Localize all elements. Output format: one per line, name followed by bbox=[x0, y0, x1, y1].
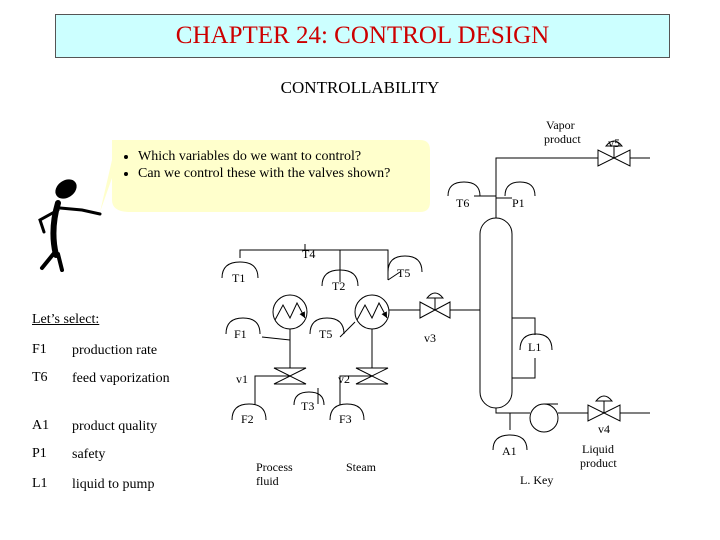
label-f3: F3 bbox=[339, 412, 352, 426]
label-l1: L1 bbox=[528, 340, 541, 354]
selection-code: A1 bbox=[32, 418, 50, 433]
selection-code: T6 bbox=[32, 370, 48, 385]
sensor-t6-bubble bbox=[447, 181, 481, 197]
page-subtitle: CONTROLLABILITY bbox=[280, 78, 440, 97]
process-fluid-line bbox=[254, 329, 291, 405]
selection-desc: safety bbox=[72, 447, 106, 462]
callout-bullet-list: Which variables do we want to control? C… bbox=[120, 148, 420, 182]
label-t3: T3 bbox=[301, 399, 314, 413]
selection-heading: Let’s select: bbox=[32, 312, 100, 327]
sensor-a1-bubble bbox=[492, 434, 528, 451]
selection-desc: product quality bbox=[72, 419, 158, 434]
selection-desc: feed vaporization bbox=[72, 371, 170, 386]
label-v2: v2 bbox=[338, 372, 350, 386]
t5b-tap bbox=[339, 321, 356, 338]
sensor-t5b-bubble bbox=[309, 317, 345, 335]
label-v5: v5 bbox=[608, 136, 620, 150]
sensor-f3-bubble bbox=[329, 403, 365, 421]
valve-v1-icon bbox=[273, 367, 307, 385]
sensor-t5a-bubble bbox=[387, 255, 423, 273]
label-t4: T4 bbox=[302, 247, 315, 261]
f1-tap bbox=[261, 336, 291, 341]
label-t5a: T5 bbox=[397, 266, 410, 280]
t5-tap bbox=[387, 271, 401, 281]
heat-exchanger-2-icon bbox=[354, 294, 390, 330]
label-vapor-product-1: Vapor bbox=[546, 118, 575, 132]
selection-desc: liquid to pump bbox=[72, 477, 155, 492]
speech-callout bbox=[100, 140, 430, 212]
l1-level-tap bbox=[512, 317, 536, 379]
valve-v4-icon bbox=[587, 395, 621, 422]
selection-panel: Let’s select: F1 production rate T6 feed… bbox=[32, 312, 217, 492]
label-t5b: T5 bbox=[319, 327, 332, 341]
label-p1: P1 bbox=[512, 196, 525, 210]
label-liquid-product-2: product bbox=[580, 456, 617, 470]
label-process-fluid-1: Process bbox=[256, 460, 293, 474]
valve-v5-icon bbox=[597, 140, 631, 167]
valve-v3-icon bbox=[419, 292, 451, 319]
callout-text: Which variables do we want to control? C… bbox=[120, 148, 420, 182]
bottoms-line bbox=[495, 408, 650, 414]
label-f2: F2 bbox=[241, 412, 254, 426]
selection-desc: production rate bbox=[72, 343, 158, 358]
heat-exchanger-1-icon bbox=[272, 294, 308, 330]
sensor-f1-bubble bbox=[225, 317, 261, 335]
label-v3: v3 bbox=[424, 331, 436, 345]
sensor-t3-bubble bbox=[293, 391, 325, 406]
sensor-l1-bubble bbox=[519, 333, 553, 351]
label-t1: T1 bbox=[232, 271, 245, 285]
label-t6: T6 bbox=[456, 196, 469, 210]
label-process-fluid-2: fluid bbox=[256, 474, 279, 488]
sensor-t2-bubble bbox=[321, 269, 359, 287]
feed-header bbox=[239, 249, 389, 280]
steam-line bbox=[339, 329, 373, 405]
distillation-column bbox=[479, 217, 513, 409]
label-v1: v1 bbox=[236, 372, 248, 386]
callout-bullet: Can we control these with the valves sho… bbox=[138, 165, 420, 182]
label-liquid-product-1: Liquid bbox=[582, 442, 614, 456]
label-v4: v4 bbox=[598, 422, 610, 436]
pump-icon bbox=[529, 403, 559, 433]
selection-code: P1 bbox=[32, 446, 47, 461]
sensor-t1-bubble bbox=[221, 261, 259, 279]
sensor-f2-bubble bbox=[231, 403, 267, 421]
sensor-p1-bubble bbox=[504, 181, 536, 197]
title-banner: CHAPTER 24: CONTROL DESIGN bbox=[55, 14, 670, 58]
label-vapor-product-2: product bbox=[544, 132, 581, 146]
selection-code: F1 bbox=[32, 342, 47, 357]
label-f1: F1 bbox=[234, 327, 247, 341]
selection-code: L1 bbox=[32, 476, 48, 491]
stick-figure-icon bbox=[38, 179, 102, 272]
label-steam: Steam bbox=[346, 460, 377, 474]
label-a1: A1 bbox=[502, 444, 517, 458]
page-title: CHAPTER 24: CONTROL DESIGN bbox=[175, 22, 550, 49]
valve-v2-icon bbox=[355, 367, 389, 385]
label-t2: T2 bbox=[332, 279, 345, 293]
label-key: L. Key bbox=[520, 473, 553, 487]
callout-bullet: Which variables do we want to control? bbox=[138, 148, 420, 165]
